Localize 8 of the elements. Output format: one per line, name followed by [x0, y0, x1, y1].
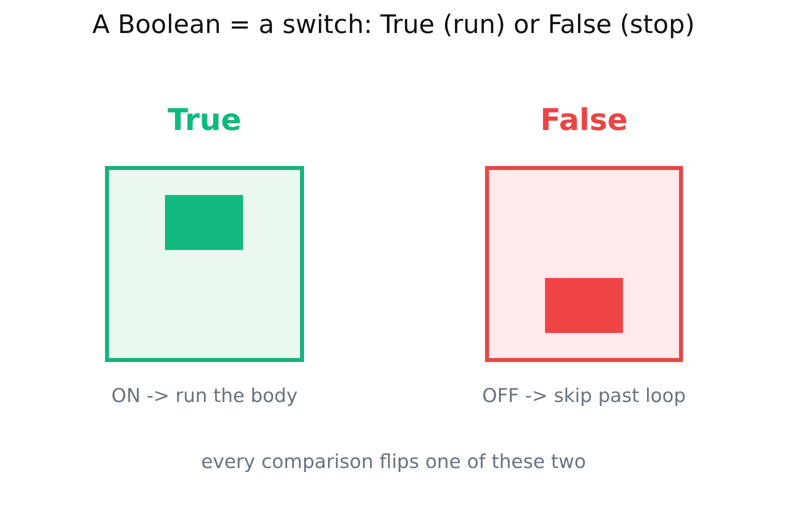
state-caption: OFF -> skip past loop	[482, 384, 686, 408]
switch-heading: False	[540, 104, 628, 138]
state-caption: ON -> run the body	[111, 384, 298, 408]
switch-heading: True	[168, 104, 242, 138]
diagram-title: A Boolean = a switch: True (run) or False (stop)	[92, 9, 695, 42]
switch-knob	[165, 195, 243, 250]
switch-knob	[545, 278, 623, 333]
diagram-caption: every comparison flips one of these two	[201, 450, 586, 474]
